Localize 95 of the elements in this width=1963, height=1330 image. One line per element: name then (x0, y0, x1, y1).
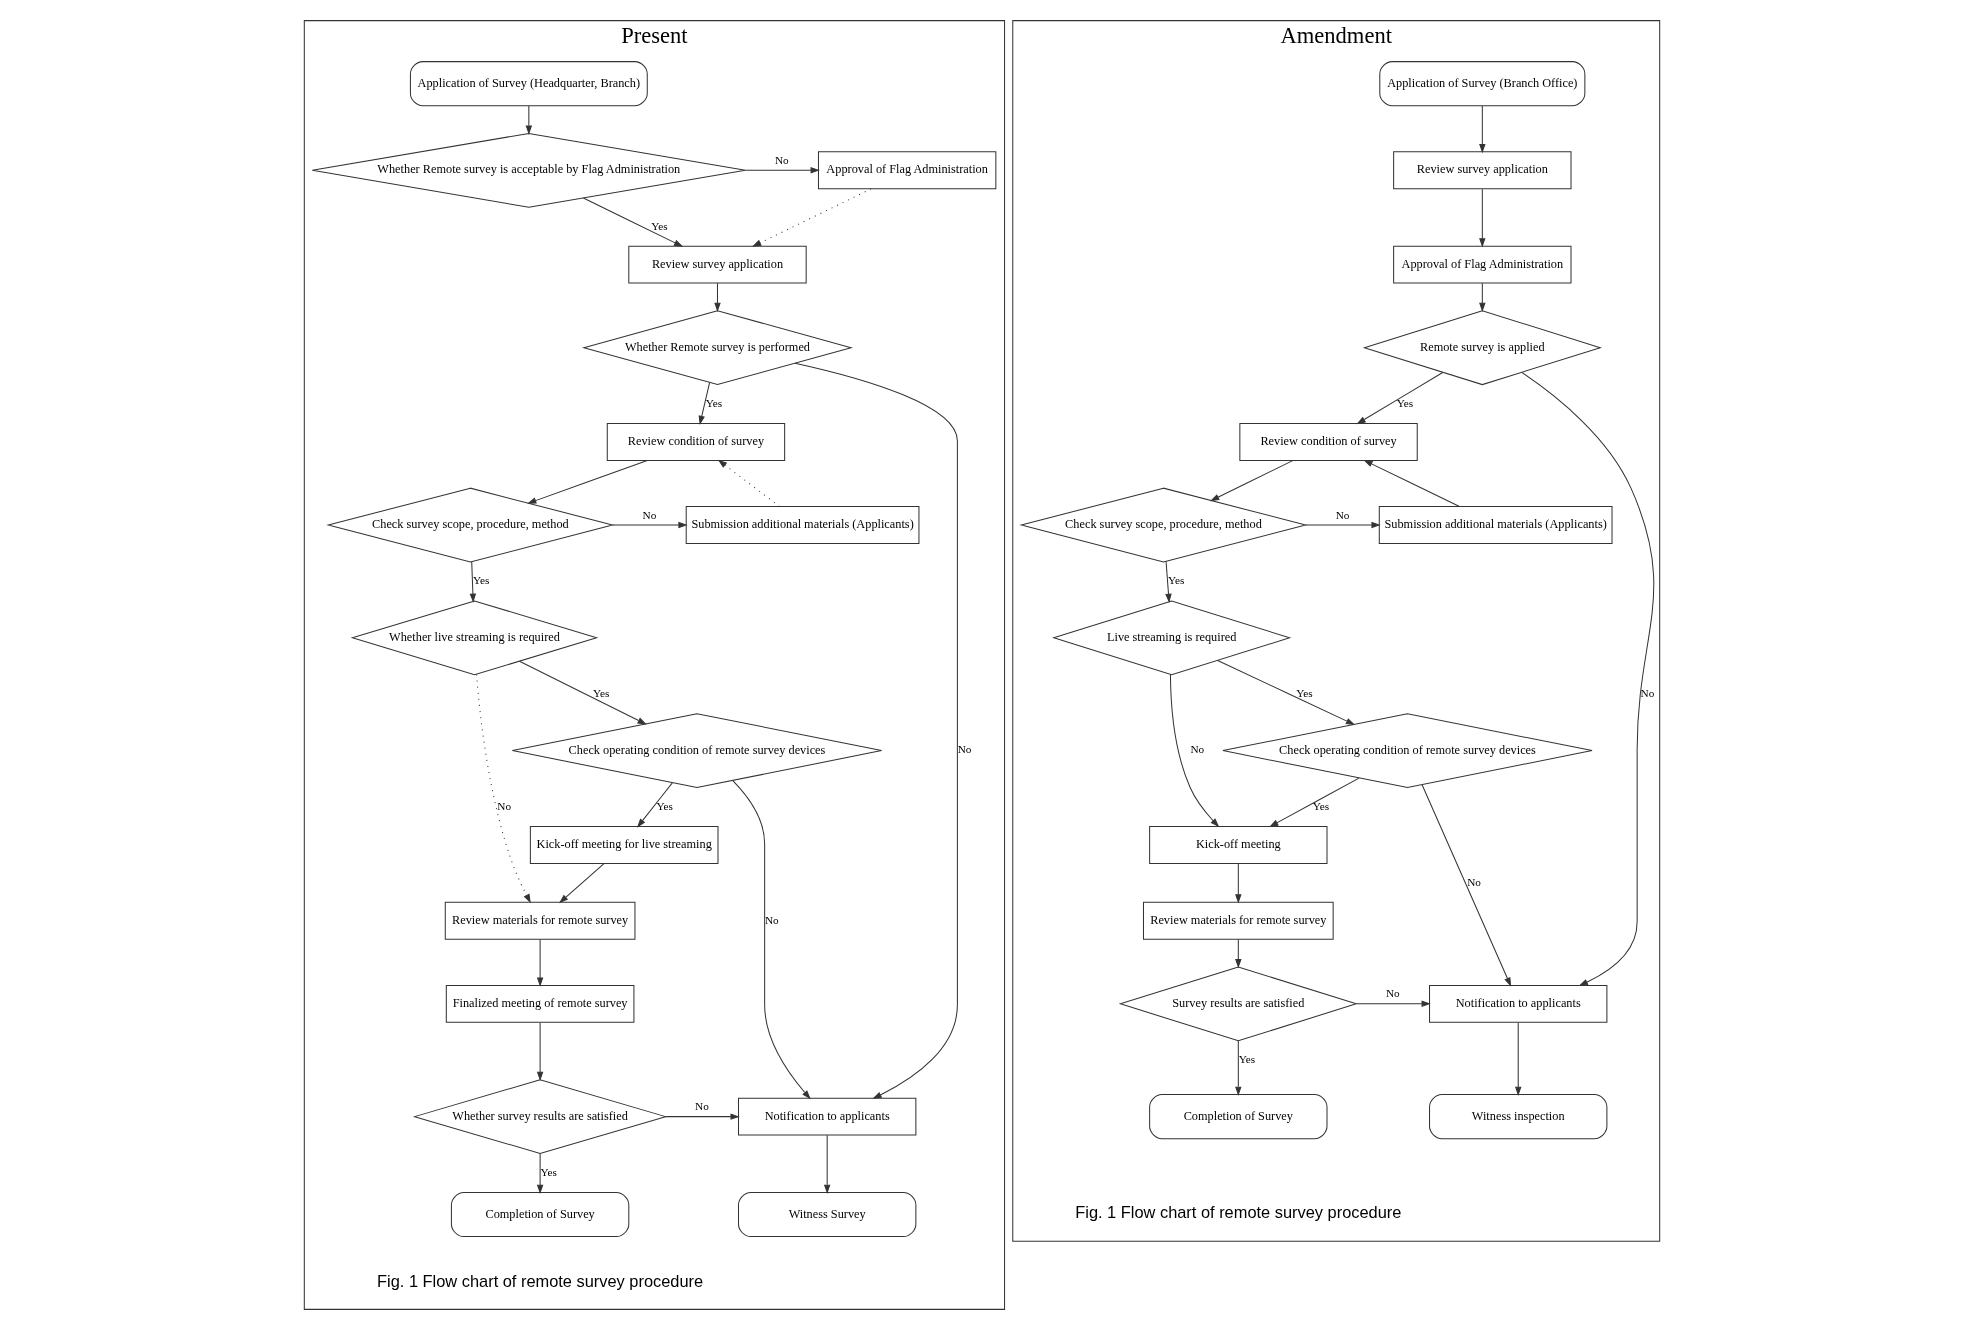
node-box: Submission additional materials (Applicants) (1378, 506, 1613, 545)
node-diamond: Whether Remote survey is performed (581, 310, 853, 386)
arrow (1355, 371, 1443, 425)
arrow (636, 782, 673, 828)
arrow (1169, 674, 1219, 828)
edge-label: Yes (540, 1165, 557, 1178)
arrow (717, 459, 780, 507)
node-box: Review materials for remote survey (1142, 901, 1334, 940)
node-diamond: Survey results are satisfied (1118, 966, 1358, 1042)
arrow (1304, 521, 1381, 529)
arrow (558, 862, 605, 904)
edge-label: Yes (655, 799, 673, 812)
edge-label: Yes (1295, 687, 1313, 700)
edge-label: No (1189, 743, 1204, 756)
node-box: Application of Survey (Branch Office) (1378, 61, 1585, 107)
edge-label: Yes (650, 219, 668, 232)
arrow (1268, 777, 1360, 828)
arrow (1478, 188, 1486, 248)
node-diamond: Check survey scope, procedure, method (325, 487, 615, 563)
node-box: Review survey application (627, 245, 807, 284)
arrow (469, 561, 476, 603)
node-box: Completion of Survey (450, 1192, 629, 1238)
edge-label: No (1466, 875, 1481, 888)
node-box: Notification to applicants (1428, 984, 1607, 1023)
arrow (1478, 282, 1486, 313)
node-box: Completion of Survey (1148, 1094, 1327, 1140)
arrow (713, 282, 721, 313)
node-box: Review condition of survey (1238, 423, 1418, 461)
arrow (536, 1153, 543, 1194)
label: Fig. 1 Flow chart of remote survey procedure (1074, 1203, 1401, 1222)
arrow (1514, 1022, 1521, 1096)
arrow (1362, 459, 1460, 507)
arrow (1234, 1040, 1242, 1096)
node-box: Review condition of survey (606, 423, 785, 461)
node-box: Kick-off meeting for live streaming (529, 825, 718, 864)
arrow (525, 105, 532, 135)
edge-label: Yes (1238, 1053, 1255, 1066)
node-diamond: Whether survey results are satisfied (412, 1079, 667, 1155)
edge-label: No (496, 799, 511, 812)
node-diamond: Live streaming is required (1051, 600, 1291, 676)
arrow (664, 1113, 740, 1120)
node-diamond: Check operating condition of remote survey devices (1221, 713, 1593, 789)
edge-label: Yes (1167, 574, 1184, 587)
arrow (1478, 105, 1486, 154)
arrow (1520, 371, 1654, 986)
node-box: Review materials for remote survey (444, 901, 635, 940)
arrow (475, 673, 531, 904)
arrow (1164, 560, 1172, 603)
node-box: Notification to applicants (737, 1097, 916, 1136)
node-diamond: Whether live streaming is required (350, 600, 598, 676)
node-box: Approval of Flag Administration (1392, 245, 1572, 284)
node-diamond: Remote survey is applied (1362, 310, 1602, 386)
arrow (1234, 862, 1242, 904)
arrow (1421, 784, 1511, 987)
node-box: Review survey application (1392, 151, 1572, 190)
edge-label: Yes (1312, 799, 1329, 812)
arrow (698, 382, 710, 425)
arrow (794, 362, 958, 1099)
arrow (582, 197, 683, 247)
edge-label: No (774, 153, 789, 166)
node-diamond: Check survey scope, procedure, method (1018, 487, 1308, 563)
edge-label: No (1385, 987, 1400, 1000)
edge-label: No (764, 913, 779, 926)
node-box: Kick-off meeting (1148, 825, 1327, 864)
edge-label: Yes (472, 574, 489, 587)
label: Fig. 1 Flow chart of remote survey procedure (376, 1271, 703, 1290)
arrow (526, 460, 648, 504)
node-box: Witness inspection (1428, 1094, 1607, 1140)
edge-label: No (1335, 508, 1349, 521)
arrow (823, 1134, 830, 1194)
edge-label: Yes (705, 396, 722, 409)
arrow (1355, 1000, 1431, 1008)
arrow (1209, 460, 1293, 502)
arrow (536, 938, 543, 987)
edge-label: No (957, 743, 971, 756)
arrow (731, 780, 811, 1100)
node-box: Finalized meeting of remote survey (445, 984, 634, 1023)
arrow (611, 521, 688, 529)
edge-label: No (1640, 687, 1654, 700)
arrow (536, 1022, 543, 1082)
node-diamond: Check operating condition of remote survey devices (511, 713, 882, 789)
edge-label: No (642, 508, 656, 521)
edge-label: Yes (592, 687, 609, 700)
arrow (744, 167, 820, 174)
arrow (751, 188, 872, 247)
arrow (1216, 659, 1355, 725)
node-box: Witness Survey (737, 1192, 916, 1238)
arrow (518, 660, 647, 725)
node-box: Approval of Flag Administration (817, 151, 996, 190)
node-box: Submission additional materials (Applicants) (685, 506, 919, 545)
arrow (1234, 938, 1242, 969)
node-diamond: Whether Remote survey is acceptable by Flag Administration (311, 132, 746, 208)
edge-label: No (694, 1100, 709, 1113)
edge-label: Yes (1396, 396, 1413, 409)
node-box: Application of Survey (Headquarter, Branch) (409, 61, 648, 107)
